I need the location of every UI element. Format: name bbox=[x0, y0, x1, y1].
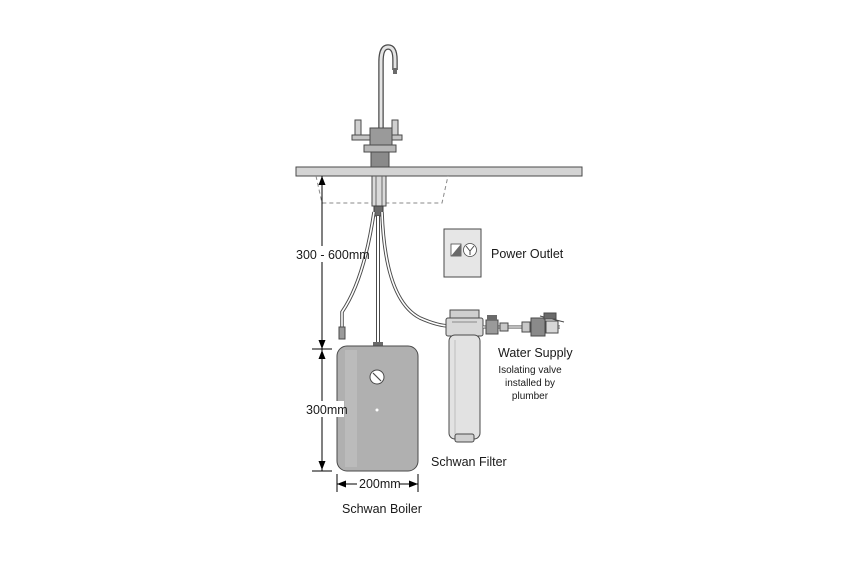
boiler-width-label: 200mm bbox=[359, 477, 401, 491]
valve-note-line-2: installed by bbox=[505, 378, 555, 389]
isolating-valve-icon bbox=[485, 312, 559, 337]
tap-hoses bbox=[340, 211, 451, 345]
filter-icon bbox=[445, 309, 484, 443]
filter-label: Schwan Filter bbox=[431, 455, 507, 469]
benchtop bbox=[295, 166, 583, 177]
height-range-label: 300 - 600mm bbox=[296, 248, 370, 262]
boiler-label: Schwan Boiler bbox=[342, 502, 422, 516]
water-supply-label: Water Supply bbox=[498, 346, 573, 360]
tap-icon bbox=[351, 44, 403, 217]
boiler-icon bbox=[336, 342, 419, 472]
hose-fitting bbox=[338, 326, 346, 340]
valve-note-line-1: Isolating valve bbox=[498, 365, 562, 376]
valve-note-line-3: plumber bbox=[512, 391, 549, 402]
height-range-dimension bbox=[312, 176, 332, 350]
power-outlet-icon bbox=[443, 228, 482, 278]
boiler-height-label: 300mm bbox=[306, 403, 348, 417]
power-outlet-label: Power Outlet bbox=[491, 247, 564, 261]
